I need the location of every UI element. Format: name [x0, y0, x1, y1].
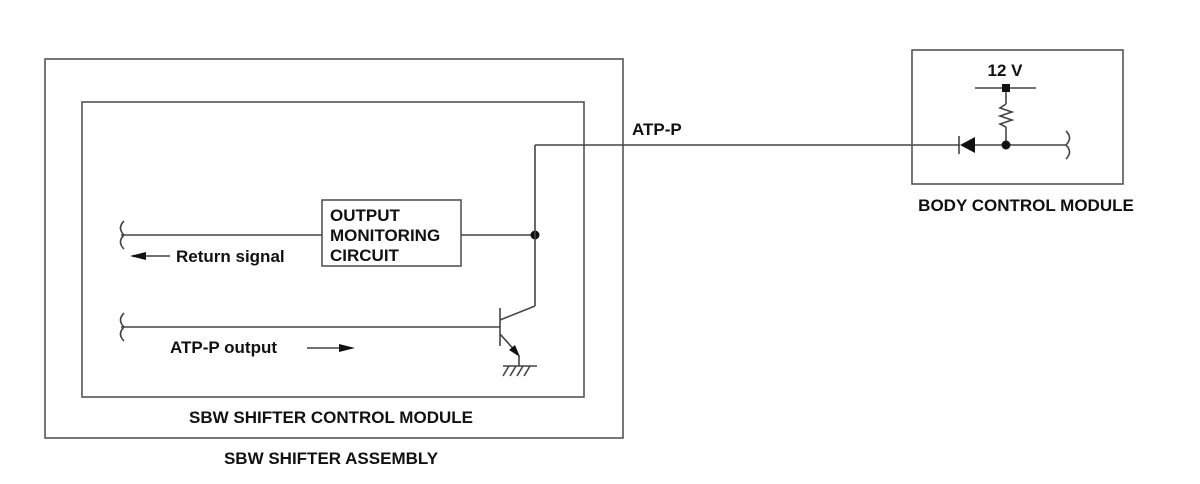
diode-icon [958, 136, 975, 154]
bcm-junction-dot [1001, 140, 1011, 150]
resistor-icon [997, 103, 1015, 128]
voltage-label: 12 V [988, 61, 1024, 80]
body-control-module-label: BODY CONTROL MODULE [918, 196, 1134, 215]
return-signal-label: Return signal [176, 247, 285, 266]
transistor-icon [499, 305, 536, 366]
sbw-shifter-control-module-label: SBW SHIFTER CONTROL MODULE [189, 408, 473, 427]
atp-output-label: ATP-P output [170, 338, 277, 357]
sbw-shifter-assembly-box [44, 58, 624, 439]
supply-terminal [1002, 84, 1010, 92]
left-arrow-icon [130, 252, 170, 260]
body-control-module-box [911, 49, 1124, 185]
circuit-label-line1: OUTPUT [330, 206, 401, 225]
bcm-break-symbol [1064, 130, 1071, 160]
circuit-label-line2: MONITORING [330, 226, 440, 245]
ground-icon [502, 365, 537, 377]
sbw-shifter-assembly-label: SBW SHIFTER ASSEMBLY [224, 449, 439, 468]
circuit-label-line3: CIRCUIT [330, 246, 400, 265]
output-monitoring-circuit-box [321, 199, 462, 267]
atp-p-line-label: ATP-P [632, 120, 682, 139]
right-arrow-icon [307, 344, 355, 352]
sbw-shifter-control-module-box [81, 101, 585, 398]
